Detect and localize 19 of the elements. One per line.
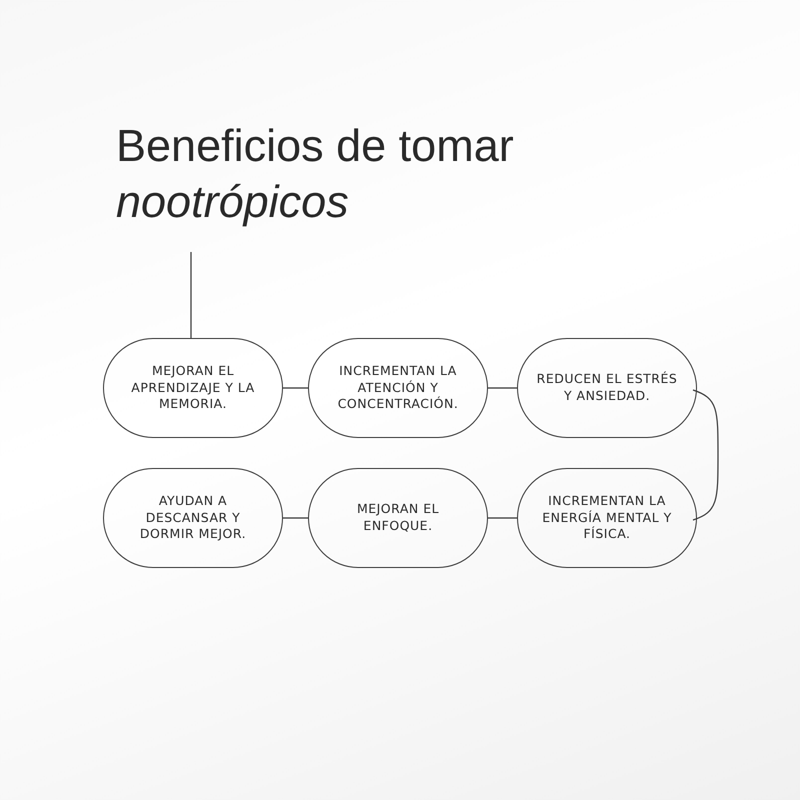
- connector-line: [488, 387, 517, 389]
- benefit-text: INCREMENTAN LA ATENCIÓN Y CONCENTRACIÓN.: [336, 362, 460, 414]
- benefit-text: AYUDAN A DESCANSAR Y DORMIR MEJOR.: [138, 492, 248, 544]
- title: Beneficios de tomar nootrópicos: [116, 119, 515, 230]
- pill-box: [103, 468, 283, 568]
- pill-box: [103, 338, 283, 438]
- connector-line: [190, 252, 192, 338]
- pill-box: [517, 338, 697, 438]
- benefit-text: INCREMENTAN LA ENERGÍA MENTAL Y FÍSICA.: [541, 492, 673, 544]
- connector-line: [283, 517, 308, 519]
- benefit-text: MEJORAN EL ENFOQUE.: [356, 501, 440, 535]
- connector-line: [283, 387, 308, 389]
- connector-line: [488, 517, 517, 519]
- connector-line: [692, 389, 719, 521]
- pill-box: [517, 468, 697, 568]
- pill-box: [308, 338, 488, 438]
- benefit-text: MEJORAN EL APRENDIZAJE Y LA MEMORIA.: [130, 362, 256, 414]
- pill-box: [308, 468, 488, 568]
- benefit-text: REDUCEN EL ESTRÉS Y ANSIEDAD.: [536, 371, 678, 405]
